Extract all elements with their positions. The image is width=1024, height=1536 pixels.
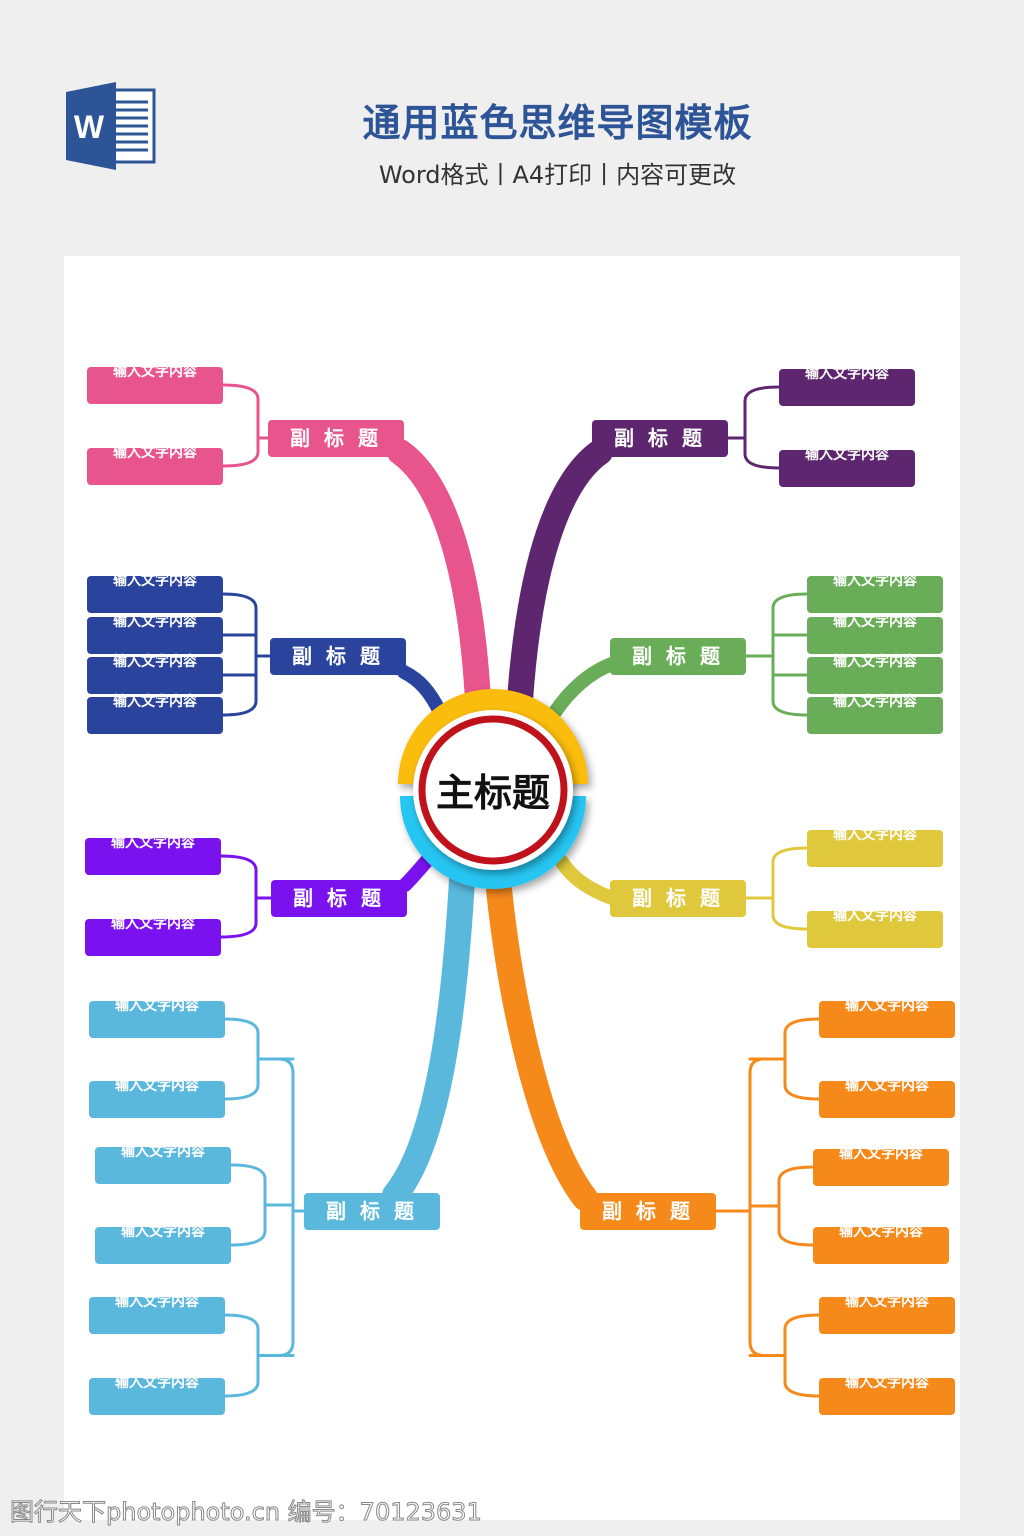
subtopic-node[interactable]: 副标题 <box>304 1193 440 1230</box>
leaf-node[interactable]: 输入文字内容 <box>89 1078 225 1118</box>
connector-line <box>777 1165 815 1247</box>
leaf-node-text: 输入文字内容 <box>833 614 917 630</box>
leaf-node[interactable]: 输入文字内容 <box>779 447 915 487</box>
leaf-node[interactable]: 输入文字内容 <box>95 1144 231 1184</box>
leaf-node-text: 输入文字内容 <box>833 654 917 670</box>
connector-line <box>771 592 809 717</box>
subtopic-node[interactable]: 副标题 <box>580 1193 716 1230</box>
central-node[interactable] <box>398 689 588 889</box>
leaf-node-text: 输入文字内容 <box>121 1224 205 1240</box>
connector-line <box>783 1017 821 1101</box>
connector-line <box>771 846 809 931</box>
connector-line <box>387 439 491 713</box>
leaf-node[interactable]: 输入文字内容 <box>87 445 223 485</box>
connector-line <box>229 1163 267 1247</box>
leaf-node-text: 输入文字内容 <box>121 1144 205 1160</box>
leaf-node[interactable]: 输入文字内容 <box>87 654 223 694</box>
connector-line <box>743 385 781 470</box>
subtopic-node[interactable]: 副标题 <box>270 638 406 675</box>
leaf-node[interactable]: 输入文字内容 <box>807 573 943 613</box>
connector-line <box>748 1057 787 1357</box>
leaf-node-text: 输入文字内容 <box>113 573 197 589</box>
leaf-node[interactable]: 输入文字内容 <box>819 1078 955 1118</box>
leaf-node-text: 输入文字内容 <box>115 1078 199 1094</box>
leaf-node-text: 输入文字内容 <box>113 654 197 670</box>
leaf-node[interactable]: 输入文字内容 <box>85 835 221 875</box>
leaf-node[interactable]: 输入文字内容 <box>819 1375 955 1415</box>
logo-letter: W <box>74 109 105 145</box>
connector-line <box>783 1313 821 1398</box>
leaf-node[interactable]: 输入文字内容 <box>87 694 223 734</box>
page-title: 通用蓝色思维导图模板 <box>362 101 753 145</box>
leaf-node-text: 输入文字内容 <box>115 998 199 1014</box>
leaf-node-text: 输入文字内容 <box>805 366 889 382</box>
leaf-node-text: 输入文字内容 <box>115 1375 199 1391</box>
connector-line <box>221 383 260 468</box>
leaf-node-text: 输入文字内容 <box>113 614 197 630</box>
leaf-node[interactable]: 输入文字内容 <box>807 614 943 654</box>
leaf-node[interactable]: 输入文字内容 <box>87 614 223 654</box>
leaf-node-text: 输入文字内容 <box>115 1294 199 1310</box>
leaf-node-text: 输入文字内容 <box>111 835 195 851</box>
leaf-node[interactable]: 输入文字内容 <box>807 694 943 734</box>
leaf-node-text: 输入文字内容 <box>845 1375 929 1391</box>
leaf-node[interactable]: 输入文字内容 <box>89 998 225 1038</box>
leaf-node[interactable]: 输入文字内容 <box>819 1294 955 1334</box>
page-subtitle: Word格式丨A4打印丨内容可更改 <box>378 161 737 189</box>
leaf-node[interactable]: 输入文字内容 <box>95 1224 231 1264</box>
subtopic-node[interactable]: 副标题 <box>610 638 746 675</box>
leaf-node[interactable]: 输入文字内容 <box>813 1146 949 1186</box>
leaf-node-text: 输入文字内容 <box>833 694 917 710</box>
leaf-node[interactable]: 输入文字内容 <box>807 827 943 867</box>
subtopic-node[interactable]: 副标题 <box>610 880 746 917</box>
connector-line <box>223 1017 260 1101</box>
watermark: 图行天下photophoto.cn 编号：70123631 <box>10 1498 483 1527</box>
leaf-node-text: 输入文字内容 <box>833 827 917 843</box>
leaf-node[interactable]: 输入文字内容 <box>87 573 223 613</box>
connector-line <box>221 592 258 717</box>
leaf-node[interactable]: 输入文字内容 <box>807 908 943 948</box>
leaf-node[interactable]: 输入文字内容 <box>813 1224 949 1264</box>
connector-line <box>507 439 613 713</box>
center-ring <box>418 715 568 865</box>
leaf-node-text: 输入文字内容 <box>805 447 889 463</box>
leaf-node-text: 输入文字内容 <box>833 573 917 589</box>
leaf-node-text: 输入文字内容 <box>839 1146 923 1162</box>
leaf-node[interactable]: 输入文字内容 <box>87 364 223 404</box>
connector-line <box>256 1057 295 1357</box>
connector-line <box>397 665 447 719</box>
leaf-node[interactable]: 输入文字内容 <box>807 654 943 694</box>
connector-line <box>219 854 258 939</box>
connector-line <box>382 867 475 1208</box>
leaf-node-text: 输入文字内容 <box>839 1224 923 1240</box>
leaf-node[interactable]: 输入文字内容 <box>89 1375 225 1415</box>
connector-line <box>555 855 619 905</box>
leaf-node-text: 输入文字内容 <box>845 998 929 1014</box>
leaf-node[interactable]: 输入文字内容 <box>85 916 221 956</box>
connector-line <box>548 657 619 719</box>
leaf-node[interactable]: 输入文字内容 <box>779 366 915 406</box>
central-node-label: 主标题 <box>435 771 550 815</box>
leaf-node-text: 输入文字内容 <box>111 916 195 932</box>
word-logo-icon: W <box>64 82 156 170</box>
leaf-node[interactable]: 输入文字内容 <box>819 998 955 1038</box>
subtopic-node[interactable]: 副标题 <box>268 420 404 457</box>
leaf-node-text: 输入文字内容 <box>113 364 197 380</box>
subtopic-node[interactable]: 副标题 <box>592 420 728 457</box>
connector-line <box>223 1313 260 1398</box>
leaf-node-text: 输入文字内容 <box>845 1294 929 1310</box>
leaf-node-text: 输入文字内容 <box>845 1078 929 1094</box>
subtopic-node[interactable]: 副标题 <box>271 880 407 917</box>
connector-line <box>485 867 598 1211</box>
leaf-node-text: 输入文字内容 <box>113 445 197 461</box>
leaf-node[interactable]: 输入文字内容 <box>89 1294 225 1334</box>
leaf-node-text: 输入文字内容 <box>113 694 197 710</box>
leaf-node-text: 输入文字内容 <box>833 908 917 924</box>
